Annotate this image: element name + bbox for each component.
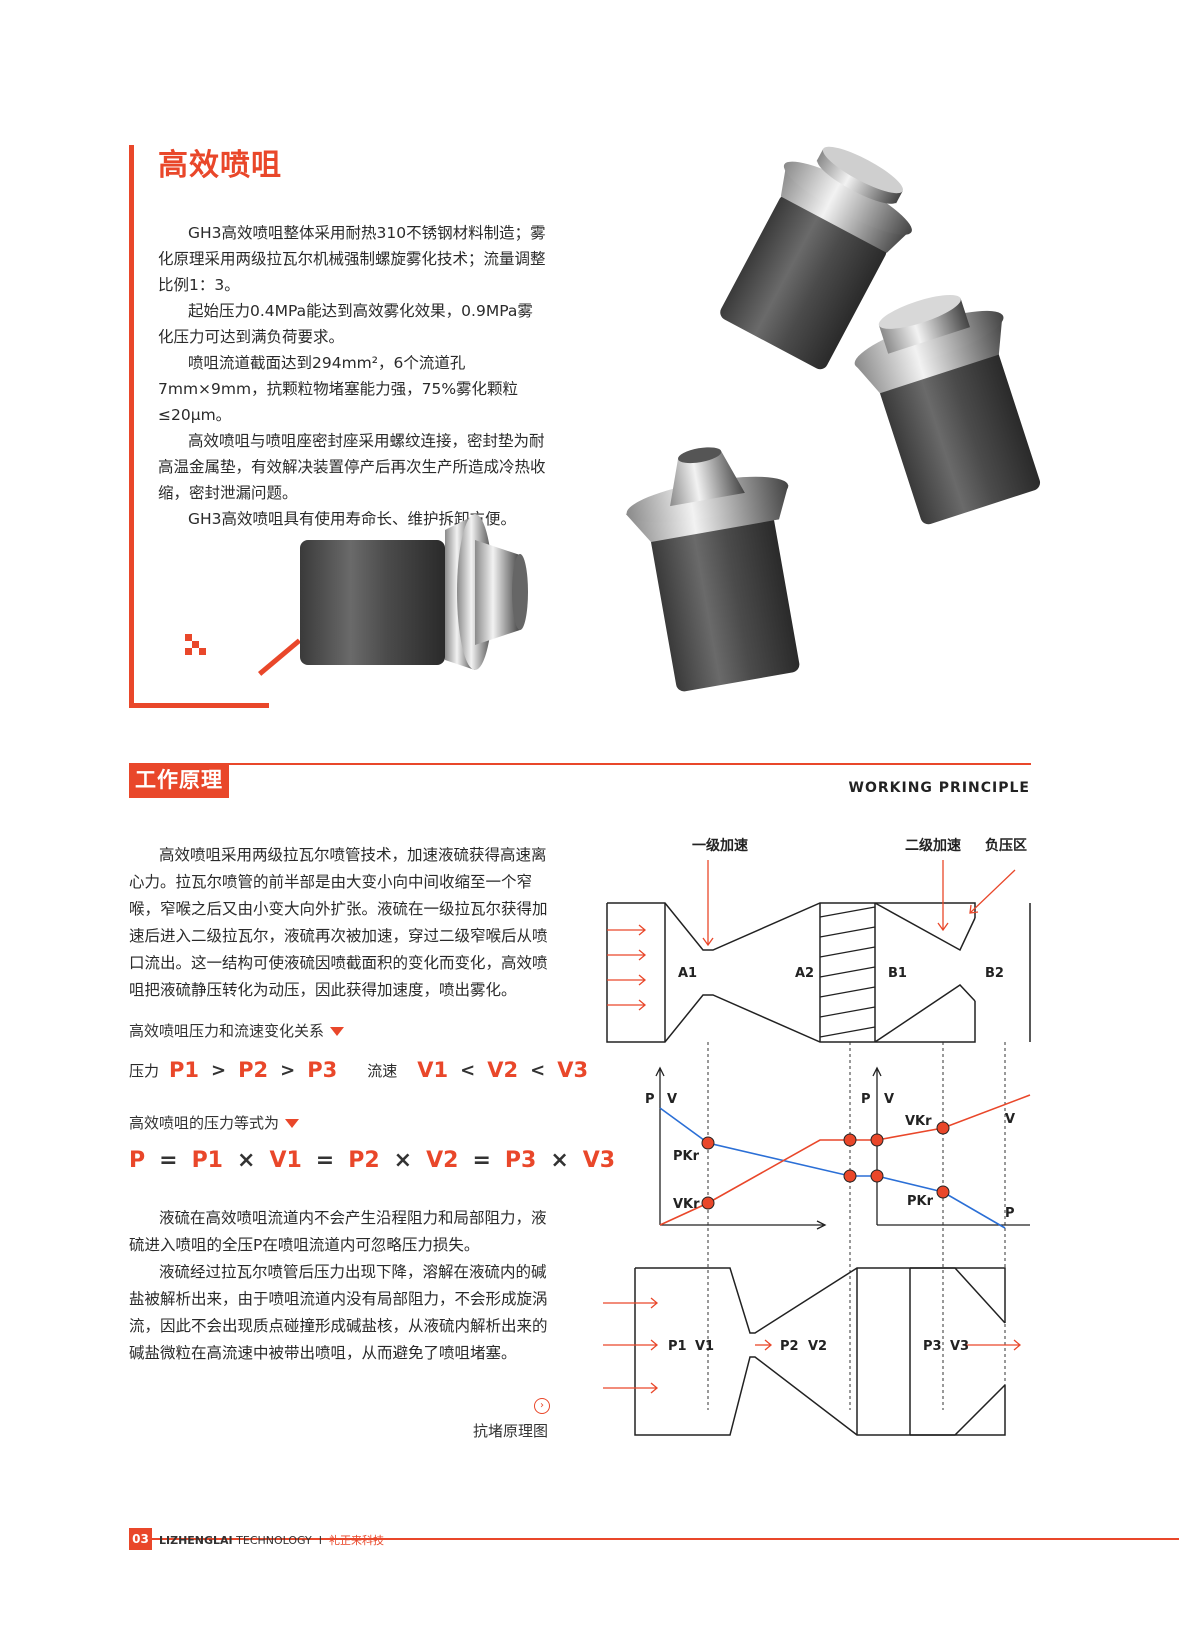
relation-p1: P1 [169,1058,200,1082]
point-vkr-2 [936,1121,950,1135]
pkr-label-1: PKr [673,1149,700,1164]
relation-lt: < [460,1059,476,1081]
curve-v-label: V [1005,1112,1015,1127]
section-divider [129,763,1031,765]
intro-text: GH3高效喷咀整体采用耐热310不锈钢材料制造；雾化原理采用两级拉瓦尔机械强制螺… [158,220,548,532]
velocity-curve [659,1094,1031,1226]
curve-p-label: P [1005,1206,1015,1221]
principle-paragraph: 高效喷咀采用两级拉瓦尔喷管技术，加速液硫获得高速离心力。拉瓦尔喷管的前半部是由大… [129,846,548,999]
principle-text: 高效喷咀采用两级拉瓦尔喷管技术，加速液硫获得高速离心力。拉瓦尔喷管的前半部是由大… [129,842,554,1004]
eq-symbol: = [472,1148,491,1173]
diagram-caption: 抗堵原理图 [473,1422,549,1440]
equation-heading: 高效喷咀的压力等式为 [129,1112,300,1133]
intro-paragraph: 起始压力0.4MPa能达到高效雾化效果，0.9MPa雾化压力可达到满负荷要求。 [158,302,533,346]
footer-rule [129,1538,1179,1540]
triangle-down-icon [330,1027,345,1036]
relation-p3: P3 [307,1058,338,1082]
guide-lines [707,1042,1006,1410]
section-english-title: WORKING PRINCIPLE [848,780,1030,796]
nozzle-photo-2 [854,295,1041,525]
flow-p3-label: P3 [923,1339,942,1354]
section-bracket-horizontal [129,703,269,708]
eq-term: P2 [348,1148,380,1173]
point-v-peak [843,1133,857,1147]
label-stage1: 一级加速 [692,837,748,854]
velocity-label: 流速 [367,1061,398,1080]
relation-lt: < [530,1059,546,1081]
relation-v2: V2 [487,1058,519,1082]
label-stage2: 二级加速 [905,837,961,854]
pressure-equation: P = P1 × V1 = P2 × V2 = P3 × V3 [129,1148,629,1173]
vkr-label-2: VKr [905,1114,932,1129]
nozzle-section-bottom [634,1267,1006,1436]
triangle-down-icon [285,1119,300,1128]
inflow-arrows-top [607,860,1016,1011]
nozzle-photo-4 [300,514,528,670]
relation-gt: > [211,1059,227,1081]
nozzle-photo-1 [720,146,912,370]
eq-symbol: × [393,1148,413,1173]
flow-v2-label: V2 [808,1339,827,1354]
section-tag: 工作原理 [129,763,229,798]
page-number: 03 [129,1528,152,1550]
relation-gt: > [280,1059,296,1081]
zone-b1-label: B1 [888,966,907,981]
axis-p-label-2: P [861,1092,871,1107]
flow-p1-label: P1 [668,1339,687,1354]
pressure-curve [659,1107,1006,1229]
eq-term: V3 [582,1148,616,1173]
intro-paragraph: GH3高效喷咀整体采用耐热310不锈钢材料制造；雾化原理采用两级拉瓦尔机械强制螺… [158,224,546,294]
hatching [819,906,876,1038]
point-pkr-2 [936,1185,950,1199]
pkr-label-2: PKr [907,1194,934,1209]
eq-symbol: = [159,1148,178,1173]
principle-paragraph: 液硫经过拉瓦尔喷管后压力出现下降，溶解在液硫内的碱盐被解析出来，由于喷咀流道内没… [129,1263,548,1362]
anti-clog-principle-diagram: 一级加速 二级加速 负压区 A1 A2 B1 B2 [603,837,1031,1436]
arrow-circle-icon: › [534,1398,550,1414]
principle-paragraph: 液硫在高效喷咀流道内不会产生沿程阻力和局部阻力，液硫进入喷咀的全压P在喷咀流道内… [129,1209,547,1254]
axis-p-label-1: P [645,1092,655,1107]
eq-term: P1 [191,1148,223,1173]
section-bracket-vertical [129,145,134,708]
axis-v-label-1: V [667,1092,677,1107]
relation-heading: 高效喷咀压力和流速变化关系 [129,1020,345,1041]
flow-v3-label: V3 [950,1339,969,1354]
footer-brand: LIZHENGLAI TECHNOLOGY I 礼正来科技 [159,1534,385,1547]
axis-v-label-2: V [884,1092,894,1107]
eq-symbol: = [315,1148,335,1173]
inflow-arrows-bottom [603,1297,1022,1394]
relation-v1: V1 [417,1058,449,1082]
point-p-mid [843,1169,857,1183]
zone-a2-label: A2 [795,966,814,981]
relation-v3: V3 [557,1058,589,1082]
eq-symbol: × [237,1148,256,1173]
nozzle-product-photos [300,146,1041,692]
zone-b2-label: B2 [985,966,1004,981]
nozzle-photo-3 [625,447,800,692]
relation-line: 压力 P1 > P2 > P3 流速 V1 < V2 < V3 [129,1058,598,1082]
eq-term: P3 [504,1148,537,1173]
intro-paragraph: 喷咀流道截面达到294mm²，6个流道孔7mm×9mm，抗颗粒物堵塞能力强，75… [158,354,519,424]
point-pkr-1 [701,1136,715,1150]
flow-p2-label: P2 [780,1339,799,1354]
intro-paragraph: 高效喷咀与喷咀座密封座采用螺纹连接，密封垫为耐高温金属垫，有效解决装置停产后再次… [158,432,546,502]
pressure-label: 压力 [129,1061,160,1080]
flow-v1-label: V1 [695,1339,714,1354]
intro-paragraph: GH3高效喷咀具有使用寿命长、维护拆卸方便。 [188,510,517,528]
page-title: 高效喷咀 [158,148,282,183]
point-vkr-1 [701,1196,715,1210]
curve-points [701,1121,950,1210]
zone-a1-label: A1 [678,966,697,981]
eq-term: V1 [269,1148,302,1173]
eq-symbol: × [550,1148,569,1173]
vkr-label-1: VKr [673,1197,700,1212]
principle-text-2: 液硫在高效喷咀流道内不会产生沿程阻力和局部阻力，液硫进入喷咀的全压P在喷咀流道内… [129,1205,554,1367]
label-negative: 负压区 [985,837,1027,854]
point-p-b1 [870,1169,884,1183]
relation-p2: P2 [238,1058,269,1082]
nozzle-section-top [606,902,1031,1043]
point-v-b1 [870,1133,884,1147]
eq-term: P [129,1148,146,1173]
eq-term: V2 [426,1148,459,1173]
